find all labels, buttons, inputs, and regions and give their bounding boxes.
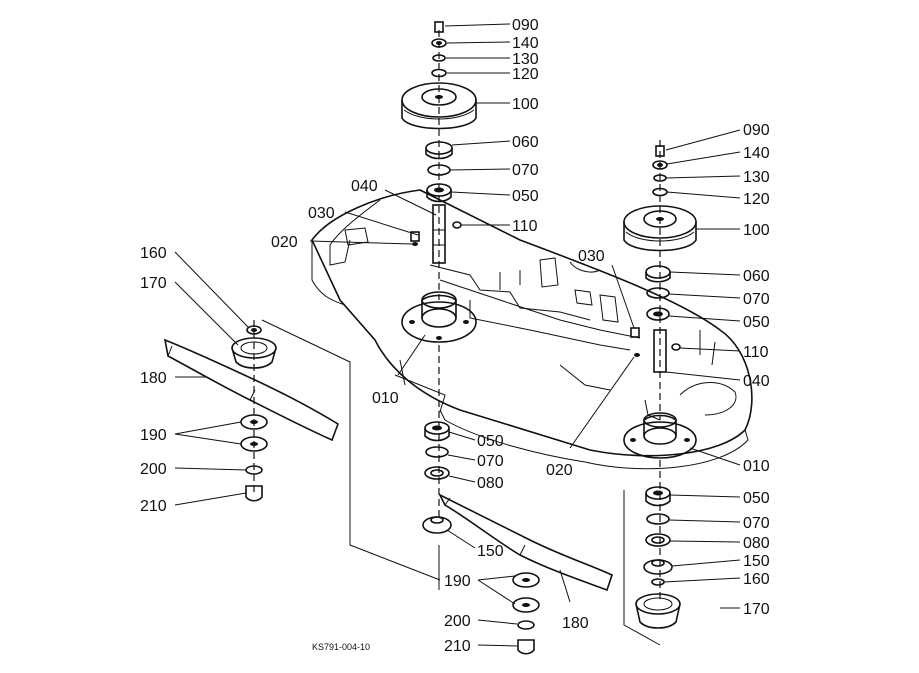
callout-180-left: 180 (140, 370, 167, 387)
callout-090-center: 090 (512, 17, 539, 34)
callout-070-center-lower: 070 (477, 453, 504, 470)
callout-060-center: 060 (512, 134, 539, 151)
blade-holder-170-left (231, 337, 277, 369)
callout-070-center: 070 (512, 162, 539, 179)
callout-140-center: 140 (512, 35, 539, 52)
callout-210-center: 210 (444, 638, 471, 655)
callout-130-center: 130 (512, 51, 539, 68)
pulley-100-right (623, 205, 697, 252)
callout-030-right: 030 (578, 248, 605, 265)
callout-020-center: 020 (271, 234, 298, 251)
callout-040-right: 040 (743, 373, 770, 390)
callout-010-right: 010 (743, 458, 770, 475)
callout-060-right: 060 (743, 268, 770, 285)
leader-lines (174, 23, 741, 647)
callout-050-right-lower: 050 (743, 490, 770, 507)
housing-010-center (401, 291, 477, 343)
callout-210-left: 210 (140, 498, 167, 515)
callout-170-right: 170 (743, 601, 770, 618)
blade-180-left (163, 338, 339, 442)
callout-140-right: 140 (743, 145, 770, 162)
blade-180-center (438, 493, 613, 592)
callout-050-center-lower: 050 (477, 433, 504, 450)
callout-010-center: 010 (372, 390, 399, 407)
callout-160-left: 160 (140, 245, 167, 262)
callout-labels: 090 140 130 120 100 060 070 050 040 030 … (140, 17, 770, 655)
center-spindle-assembly (401, 21, 613, 655)
callout-190-center: 190 (444, 573, 471, 590)
drawing-number: KS791-004-10 (312, 642, 370, 652)
callout-050-center: 050 (512, 188, 539, 205)
callout-200-left: 200 (140, 461, 167, 478)
housing-010-right (623, 412, 697, 459)
callout-120-right: 120 (743, 191, 770, 208)
blade-holder-170-right (635, 593, 681, 629)
callout-100-right: 100 (743, 222, 770, 239)
callout-100-center: 100 (512, 96, 539, 113)
callout-160-right: 160 (743, 571, 770, 588)
callout-150-right: 150 (743, 553, 770, 570)
callout-020-right: 020 (546, 462, 573, 479)
callout-080-right-lower: 080 (743, 535, 770, 552)
callout-150-center: 150 (477, 543, 504, 560)
callout-070-right: 070 (743, 291, 770, 308)
callout-180-center: 180 (562, 615, 589, 632)
callout-170-left: 170 (140, 275, 167, 292)
callout-120-center: 120 (512, 66, 539, 83)
callout-110-right: 110 (743, 344, 769, 361)
callout-090-right: 090 (743, 122, 770, 139)
callout-130-right: 130 (743, 169, 770, 186)
callout-030-center: 030 (308, 205, 335, 222)
mower-deck (311, 189, 753, 470)
callout-070-right-lower: 070 (743, 515, 770, 532)
pulley-100-center (401, 82, 477, 130)
callout-200-center: 200 (444, 613, 471, 630)
left-blade-assembly (163, 319, 441, 581)
callout-190-left: 190 (140, 427, 167, 444)
right-spindle-assembly (623, 140, 697, 646)
callout-040-center: 040 (351, 178, 378, 195)
callout-050-right: 050 (743, 314, 770, 331)
callout-110-center: 110 (512, 218, 538, 235)
callout-080-center-lower: 080 (477, 475, 504, 492)
